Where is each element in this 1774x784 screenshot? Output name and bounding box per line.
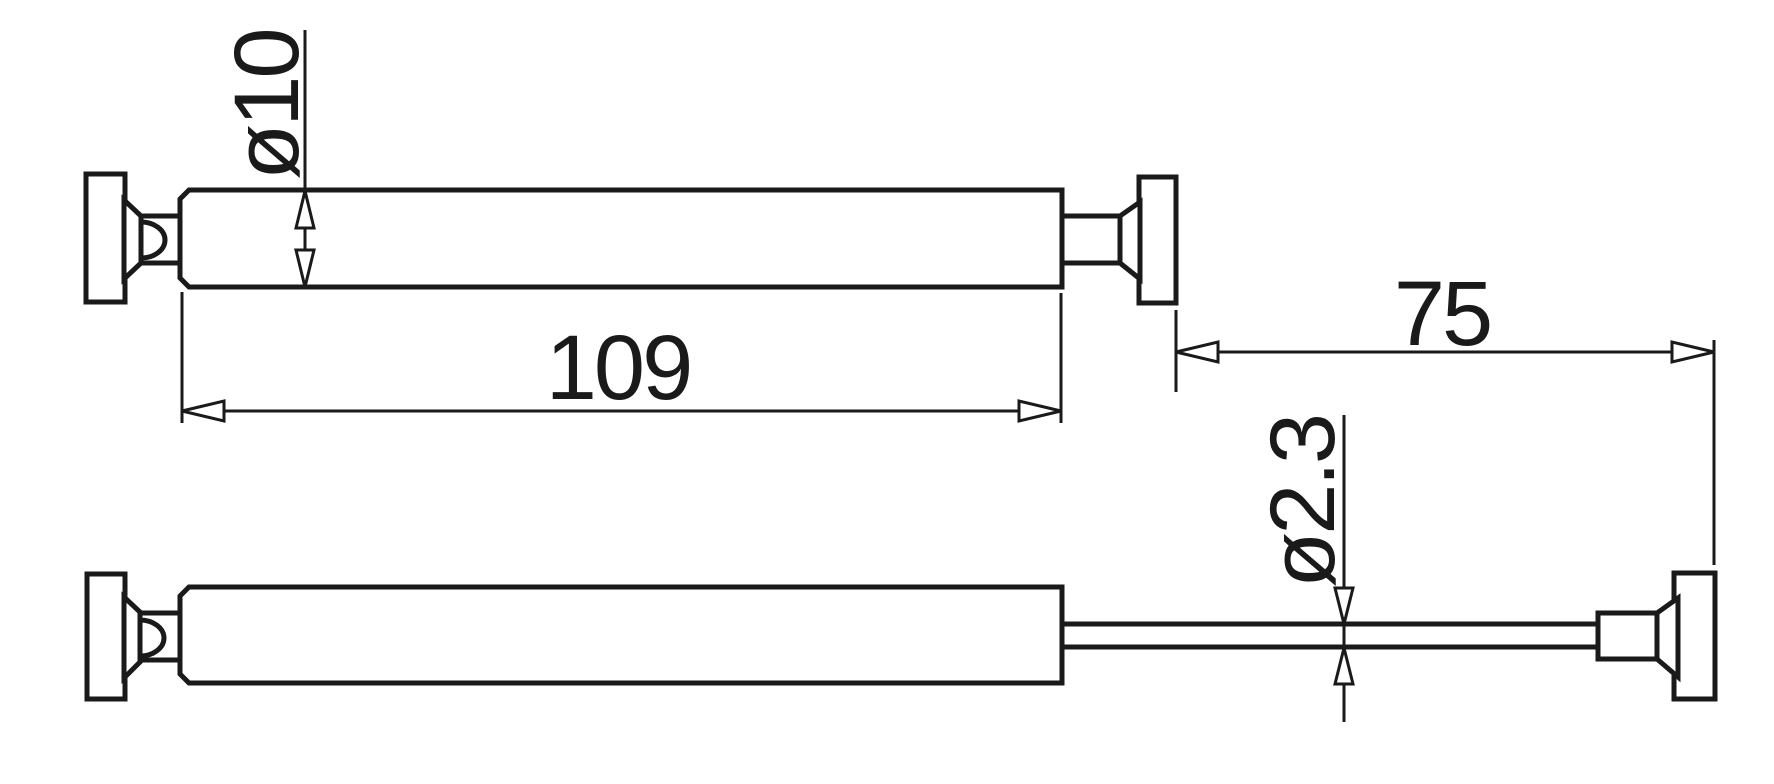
dimension-label-body-length: 109 xyxy=(546,317,691,419)
compressed-view xyxy=(83,171,1179,306)
rod-stem-right xyxy=(1595,610,1660,662)
cylinder-body xyxy=(177,187,1065,290)
socket-cone-right xyxy=(1654,593,1681,683)
dimension-rod-diameter: ø2.3 xyxy=(1252,415,1355,722)
end-plate-left xyxy=(84,571,128,702)
end-plate-left xyxy=(83,171,128,305)
dimension-label-body-diameter: ø10 xyxy=(216,30,318,180)
socket-cone-left xyxy=(121,194,144,285)
arrowhead-down xyxy=(294,248,316,288)
connector-stem-left xyxy=(137,610,183,663)
ball-dome-left xyxy=(139,617,167,659)
dimension-extension-length: 75 xyxy=(1174,263,1716,565)
cylinder-body xyxy=(177,584,1065,686)
arrowhead-left xyxy=(1175,340,1220,364)
piston-rod xyxy=(1059,621,1601,650)
ball-dome-left xyxy=(140,219,168,261)
end-plate-right xyxy=(1136,174,1179,306)
dimension-body-length: 109 xyxy=(180,292,1063,423)
dimension-label-rod-diameter: ø2.3 xyxy=(1252,416,1354,588)
dimension-label-extension-length: 75 xyxy=(1394,263,1490,365)
arrowhead-right xyxy=(1017,399,1062,423)
socket-cone-right xyxy=(1117,197,1143,285)
arrowhead-up xyxy=(1333,647,1355,686)
dimension-body-diameter: ø10 xyxy=(216,30,318,288)
extended-view xyxy=(84,570,1718,702)
connector-stem-right xyxy=(1059,213,1123,266)
arrowhead-right xyxy=(1670,340,1715,364)
arrowhead-left xyxy=(181,399,226,423)
arrowhead-up xyxy=(294,190,316,230)
arrowhead-down xyxy=(1333,586,1355,625)
